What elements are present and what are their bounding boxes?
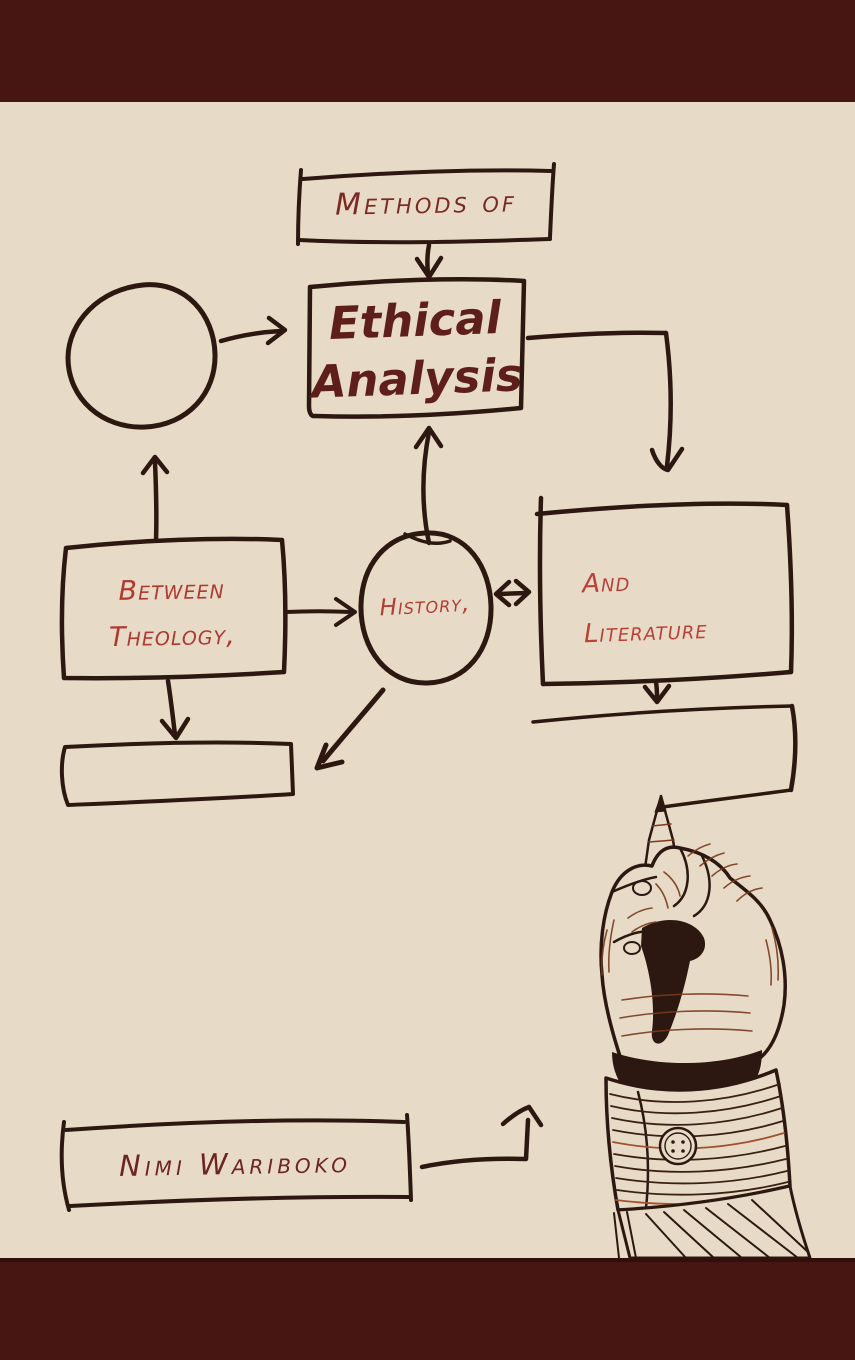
arrow-between-to-circle [140, 454, 170, 543]
between-line2: Theology, [108, 619, 236, 654]
sleeve [613, 1184, 812, 1260]
ethical-box-shape [306, 276, 527, 419]
methods-box-shape [296, 162, 556, 246]
drawn-box-shape [531, 703, 798, 809]
author-name: Nimi Wariboko [118, 1144, 352, 1184]
arrow-author-up [419, 1104, 544, 1170]
hand [599, 843, 787, 1076]
author-box-shape [59, 1113, 413, 1212]
ethical-box-label: Ethical Analysis [306, 288, 526, 411]
arrow-history-to-result [314, 687, 386, 771]
between-box-shape [59, 536, 288, 681]
arrow-history-literature-double [493, 578, 532, 608]
arrow-history-to-ethical [413, 425, 444, 546]
methods-box-label: Methods of [334, 184, 518, 223]
literature-line1: And [581, 567, 631, 600]
arrow-ethical-to-literature [525, 330, 685, 473]
cuff [604, 1050, 792, 1212]
arrow-circle-to-ethical [218, 315, 288, 346]
result-box-shape [59, 740, 295, 807]
between-box-label: Between Theology, [67, 566, 277, 662]
literature-box-shape [534, 495, 795, 687]
top-bar [0, 0, 855, 102]
between-line1: Between [118, 574, 225, 607]
start-circle-shape [65, 282, 218, 430]
ethical-line2: Analysis [310, 348, 524, 409]
literature-box-label: And Literature [581, 553, 774, 660]
arrow-literature-to-drawn [642, 679, 672, 705]
literature-line2: Literature [583, 614, 709, 650]
hand-with-pencil-illustration [599, 794, 812, 1260]
arrow-methods-to-ethical [414, 242, 444, 280]
arrow-between-to-history [284, 597, 357, 627]
ethical-line1: Ethical [328, 291, 502, 351]
bottom-bar [0, 1258, 855, 1360]
arrow-between-to-result [159, 678, 191, 741]
